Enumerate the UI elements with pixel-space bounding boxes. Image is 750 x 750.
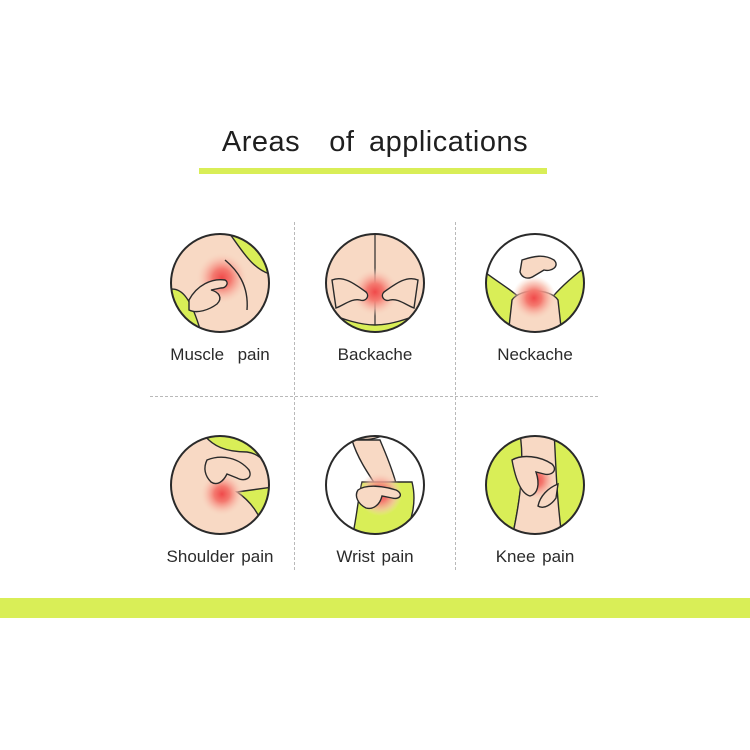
application-item-knee-pain: Knee pain [460,432,610,582]
application-label: Neckache [497,345,573,364]
backache-icon [325,233,425,333]
application-label: Knee pain [495,547,575,566]
application-label: Muscle pain [170,345,270,364]
application-label: Wrist pain [336,547,414,566]
application-item-muscle-pain: Muscle pain [145,230,295,380]
shoulder-pain-icon [170,435,270,535]
application-item-shoulder-pain: Shoulder pain [145,432,295,582]
divider-horizontal [150,396,598,397]
bottom-accent-band [0,598,750,618]
application-item-neckache: Neckache [460,230,610,380]
page-title: Areas of applications [221,126,529,158]
muscle-pain-icon [170,233,270,333]
application-item-backache: Backache [300,230,450,380]
application-label: Backache [337,345,413,364]
wrist-pain-icon [325,435,425,535]
application-item-wrist-pain: Wrist pain [300,432,450,582]
title-underline [199,168,547,174]
neckache-icon [485,233,585,333]
application-label: Shoulder pain [166,547,274,566]
knee-pain-icon [485,435,585,535]
